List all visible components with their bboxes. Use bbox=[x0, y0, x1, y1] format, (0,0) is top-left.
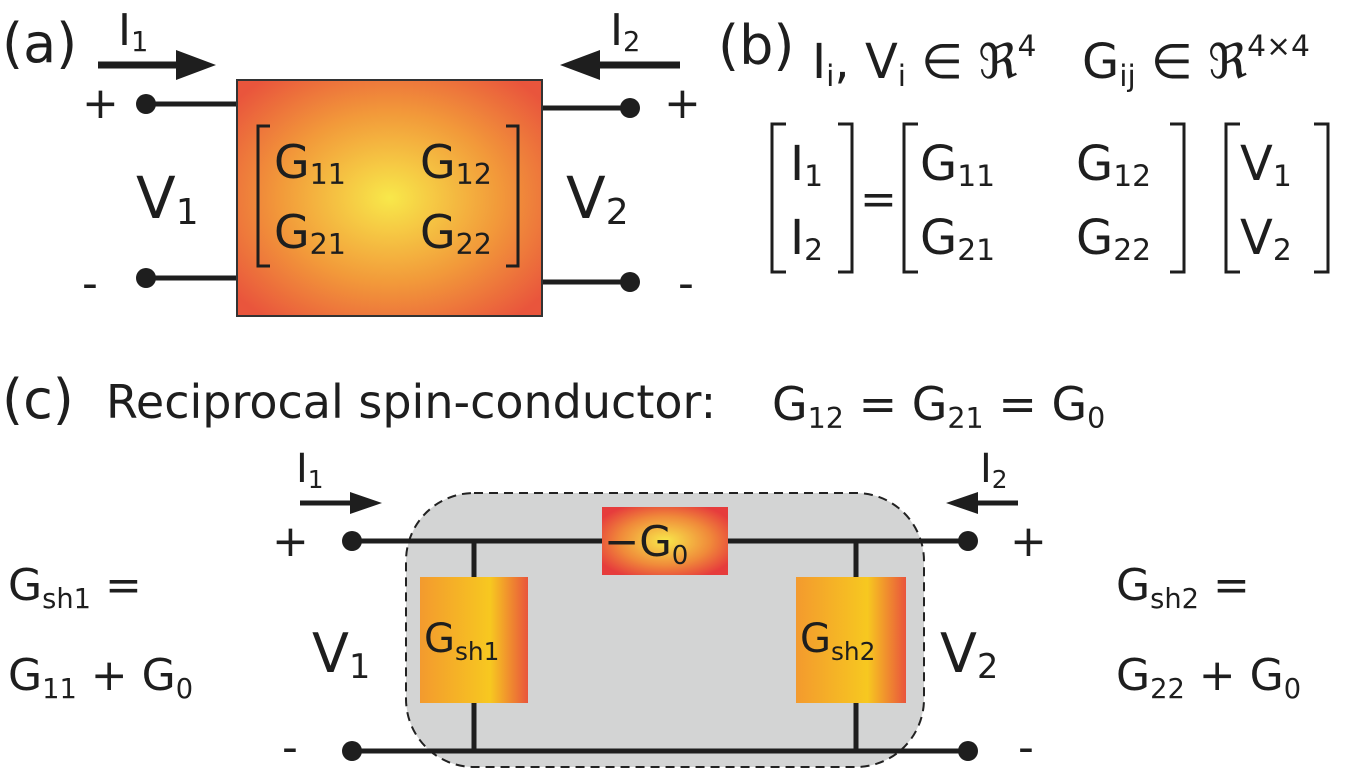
current-label-i2: I2 bbox=[610, 5, 640, 58]
vector-entry-v2: V2 bbox=[1240, 210, 1292, 268]
current-arrow-in bbox=[98, 50, 216, 80]
current-label-i1: I1 bbox=[118, 5, 148, 58]
panel-c-label: (c) bbox=[2, 368, 74, 431]
series-conductance-element bbox=[602, 507, 728, 575]
vector-entry-v1: V1 bbox=[1240, 136, 1292, 194]
shunt-definition-right: Gsh2 = bbox=[1116, 560, 1250, 615]
matrix-bracket-right bbox=[506, 124, 520, 268]
terminal-node bbox=[136, 94, 156, 114]
minus-sign-left: - bbox=[82, 258, 98, 309]
terminal-node bbox=[136, 268, 156, 288]
shunt-definition-left: Gsh1 = bbox=[8, 560, 142, 615]
current-arrow-in bbox=[300, 492, 382, 514]
dimension-iv: Ii, Vi ∈ ℜ4 bbox=[812, 29, 1036, 94]
matrix-entry-g21: G21 bbox=[274, 205, 346, 261]
plus-sign-left: + bbox=[272, 516, 309, 567]
minus-sign-left: - bbox=[282, 722, 298, 771]
terminal-node bbox=[958, 531, 978, 551]
matrix-entry-g22: G22 bbox=[420, 205, 492, 261]
minus-sign-right: - bbox=[1018, 722, 1034, 771]
shunt-definition-left-value: G11 + G0 bbox=[8, 650, 193, 705]
matrix-entry-g22: G22 bbox=[1076, 210, 1151, 268]
panel-c-title: Reciprocal spin-conductor: bbox=[106, 375, 716, 429]
series-conductance-label: −G0 bbox=[604, 517, 688, 571]
equals-sign: = bbox=[860, 174, 897, 225]
vector-bracket-right bbox=[838, 122, 854, 274]
vector-bracket-left bbox=[1224, 122, 1240, 274]
plus-sign-right: + bbox=[1010, 516, 1047, 567]
panel-a-label: (a) bbox=[2, 12, 77, 75]
matrix-entry-g21: G21 bbox=[920, 210, 995, 268]
voltage-label-v2: V2 bbox=[566, 164, 629, 233]
voltage-label-v1: V1 bbox=[312, 622, 370, 686]
voltage-label-v1: V1 bbox=[136, 164, 199, 233]
matrix-entry-g11: G11 bbox=[274, 135, 346, 191]
panel-a: (a) I1 I2 + - + - V1 V2 G11 G12 bbox=[2, 5, 701, 317]
shunt-conductance-label-right: Gsh2 bbox=[800, 616, 875, 666]
terminal-node bbox=[958, 741, 978, 761]
panel-c: (c) Reciprocal spin-conductor: G12 = G21… bbox=[2, 368, 1301, 771]
current-label-i2: I2 bbox=[980, 446, 1008, 494]
terminal-node bbox=[342, 741, 362, 761]
vector-bracket-right bbox=[1314, 122, 1330, 274]
matrix-bracket-left bbox=[902, 122, 918, 274]
terminal-node bbox=[342, 531, 362, 551]
vector-entry-i1: I1 bbox=[790, 136, 823, 194]
panel-b-label: (b) bbox=[718, 14, 794, 77]
shunt-definition-right-value: G22 + G0 bbox=[1116, 650, 1301, 705]
terminal-node bbox=[620, 272, 640, 292]
voltage-label-v2: V2 bbox=[940, 622, 998, 686]
current-arrow-out bbox=[560, 50, 680, 80]
matrix-bracket-right bbox=[1170, 122, 1186, 274]
shunt-conductance-label-left: Gsh1 bbox=[424, 616, 499, 666]
shunt-conductance-element-right bbox=[796, 577, 906, 703]
vector-entry-i2: I2 bbox=[790, 210, 823, 268]
vector-bracket-left bbox=[770, 122, 786, 274]
matrix-entry-g12: G12 bbox=[420, 135, 492, 191]
reciprocity-equation: G12 = G21 = G0 bbox=[772, 377, 1105, 435]
two-port-box bbox=[236, 79, 543, 317]
terminal-node bbox=[620, 98, 640, 118]
minus-sign-right: - bbox=[678, 258, 694, 309]
plus-sign-left: + bbox=[82, 78, 119, 129]
dimension-g: Gij ∈ ℜ4×4 bbox=[1082, 29, 1310, 94]
matrix-bracket-left bbox=[256, 124, 270, 268]
matrix-entry-g11: G11 bbox=[920, 136, 995, 194]
shunt-conductance-element-left bbox=[420, 577, 528, 703]
current-arrow-out bbox=[946, 492, 1018, 514]
equivalent-circuit-region bbox=[405, 492, 925, 768]
matrix-entry-g12: G12 bbox=[1076, 136, 1151, 194]
panel-b: (b) Ii, Vi ∈ ℜ4 Gij ∈ ℜ4×4 I1 I2 = G11 G… bbox=[718, 14, 1330, 274]
plus-sign-right: + bbox=[664, 78, 701, 129]
current-label-i1: I1 bbox=[296, 446, 324, 494]
